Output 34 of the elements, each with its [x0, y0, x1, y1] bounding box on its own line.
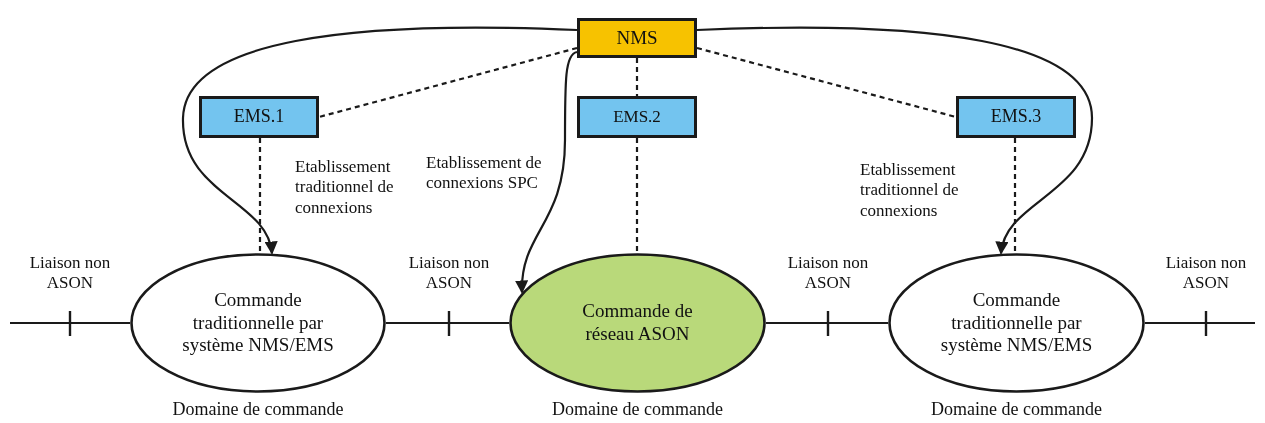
node-label: EMS.3: [990, 106, 1042, 128]
edge-label: Liaison non ASON: [786, 253, 870, 294]
system-box: [199, 96, 319, 138]
curved-arrow: [181, 26, 578, 255]
node-label: NMS: [616, 26, 658, 50]
dashed-link: [318, 46, 578, 119]
dashed-link: [696, 46, 957, 119]
domain-caption: Domaine de commande: [931, 399, 1102, 420]
system-box: [577, 96, 697, 138]
link-line: [766, 321, 888, 325]
dashed-link: [1013, 138, 1017, 253]
link-line: [10, 321, 130, 325]
node-label: Commande traditionnelle par système NMS/EMS: [939, 288, 1094, 358]
node-label: EMS.2: [613, 106, 661, 128]
edge-label: Liaison non ASON: [28, 253, 112, 294]
dashed-link: [258, 138, 262, 253]
edge-label: Etablissement de connexions SPC: [426, 153, 543, 194]
system-box: [956, 96, 1076, 138]
dashed-link: [635, 58, 639, 96]
edge-label: Liaison non ASON: [407, 253, 491, 294]
curved-arrow: [515, 50, 578, 294]
node-label: Commande de réseau ASON: [581, 300, 694, 346]
link-line: [1145, 321, 1255, 325]
edge-label: Etablissement traditionnel de connexions: [860, 160, 960, 222]
dashed-link: [635, 138, 639, 253]
system-box: [577, 18, 697, 58]
link-line: [386, 321, 509, 325]
edge-label: Etablissement traditionnel de connexions: [295, 157, 395, 219]
edge-label: Liaison non ASON: [1164, 253, 1248, 294]
node-label: EMS.1: [233, 106, 285, 128]
curved-arrow: [696, 26, 1094, 255]
domain-caption: Domaine de commande: [172, 399, 344, 420]
domain-caption: Domaine de commande: [552, 399, 723, 420]
node-label: Commande traditionnelle par système NMS/EMS: [181, 288, 335, 358]
